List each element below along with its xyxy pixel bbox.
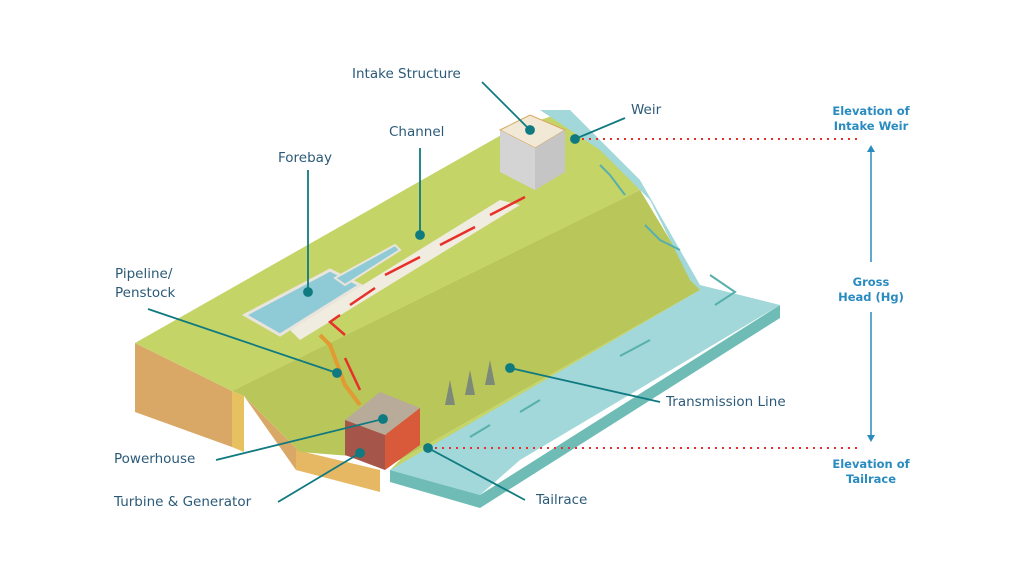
elevation-tailrace-line2: Tailrace bbox=[845, 472, 897, 486]
intake-structure-left bbox=[500, 130, 535, 190]
earth-front-face bbox=[296, 450, 380, 492]
powerhouse-front bbox=[385, 408, 420, 470]
transmission-towers bbox=[445, 360, 495, 405]
channel bbox=[290, 200, 520, 340]
elevation-intake-line1: Elevation of bbox=[832, 104, 910, 118]
gross-head-line2: Head (Hg) bbox=[838, 290, 904, 304]
forebay bbox=[241, 268, 364, 337]
earth-left-face bbox=[135, 343, 232, 447]
earth-gap-face bbox=[232, 391, 244, 452]
elevation-intake-label: Elevation of Intake Weir bbox=[820, 104, 922, 134]
intake-structure-right bbox=[535, 130, 565, 190]
leader-lines bbox=[147, 81, 661, 503]
label-turbine-generator: Turbine & Generator bbox=[114, 494, 252, 510]
gross-head-line1: Gross bbox=[852, 275, 890, 289]
label-forebay: Forebay bbox=[278, 150, 332, 166]
river bbox=[390, 110, 780, 495]
label-powerhouse: Powerhouse bbox=[114, 451, 196, 467]
label-weir: Weir bbox=[631, 102, 662, 118]
label-intake-structure: Intake Structure bbox=[352, 66, 461, 82]
elevation-intake-line2: Intake Weir bbox=[833, 119, 909, 133]
label-penstock: Penstock bbox=[115, 285, 176, 301]
river-edge bbox=[390, 305, 780, 508]
river-arrows bbox=[469, 164, 737, 438]
forebay-inlet bbox=[333, 243, 402, 287]
label-pipeline: Pipeline/ bbox=[115, 266, 173, 282]
label-tailrace: Tailrace bbox=[536, 492, 588, 508]
powerhouse-side bbox=[345, 420, 385, 470]
flow-arrows bbox=[327, 195, 526, 391]
gross-head-arrow bbox=[867, 145, 875, 442]
elevation-tailrace-label: Elevation of Tailrace bbox=[820, 457, 922, 487]
penstock-pipe bbox=[318, 333, 362, 407]
elevation-tailrace-line1: Elevation of bbox=[832, 457, 910, 471]
label-transmission-line: Transmission Line bbox=[666, 394, 786, 410]
label-channel: Channel bbox=[389, 124, 445, 140]
gross-head-label: Gross Head (Hg) bbox=[820, 275, 922, 305]
